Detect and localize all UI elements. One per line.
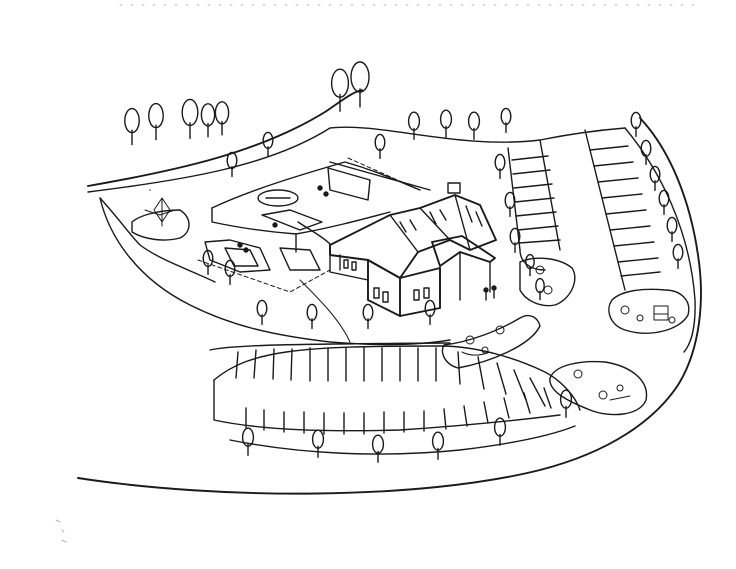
court-and-pool-area xyxy=(197,157,431,293)
tree-crown xyxy=(374,133,386,152)
tree xyxy=(431,431,445,460)
tree-crown xyxy=(226,151,238,170)
tree xyxy=(658,189,670,216)
tree-crown xyxy=(200,103,216,127)
tree xyxy=(494,153,506,180)
lawn-boundary xyxy=(99,197,451,351)
tree-crown xyxy=(658,189,670,208)
tree-crown xyxy=(407,111,421,131)
tree xyxy=(525,253,535,277)
planting-island-entry xyxy=(441,314,541,369)
tree xyxy=(200,103,216,138)
tree-crown xyxy=(467,111,481,131)
tree xyxy=(374,133,386,160)
tree-crown xyxy=(666,216,678,235)
tree xyxy=(148,102,164,141)
playground xyxy=(131,197,190,241)
tree-crown xyxy=(439,109,453,129)
tree-crown xyxy=(362,303,374,322)
tree xyxy=(256,299,268,326)
tree xyxy=(672,243,684,270)
planting-island-right xyxy=(608,288,690,334)
tree xyxy=(439,109,453,138)
tree xyxy=(649,165,661,192)
tree xyxy=(202,249,214,276)
tree xyxy=(350,61,370,108)
tree-crown xyxy=(649,165,661,184)
tree-crown xyxy=(330,68,350,98)
tree-crown xyxy=(256,299,268,318)
paper-marks xyxy=(55,4,701,543)
tree-crown xyxy=(500,107,512,126)
tree xyxy=(493,417,507,446)
tree xyxy=(467,111,481,140)
tree xyxy=(306,303,318,330)
tree-crown xyxy=(504,191,516,210)
tree-crown xyxy=(306,303,318,322)
tree-crown xyxy=(494,153,506,172)
tree xyxy=(262,131,274,158)
tree xyxy=(362,303,374,330)
tree-crown xyxy=(672,243,684,262)
right-parking-lot xyxy=(507,129,661,291)
planting-island-lower xyxy=(549,360,648,416)
tree-crown xyxy=(214,101,230,125)
tree xyxy=(181,98,199,140)
tree-crown xyxy=(148,102,164,129)
lower-parking-lot xyxy=(213,345,581,455)
tree-crown xyxy=(371,434,385,454)
tree xyxy=(666,216,678,243)
tree xyxy=(226,151,238,178)
tree-crown xyxy=(124,107,140,134)
perimeter-road xyxy=(77,89,702,495)
tree xyxy=(241,427,255,456)
tree xyxy=(311,429,325,458)
tree xyxy=(214,101,230,136)
tree-crown xyxy=(640,139,652,158)
tree xyxy=(630,111,642,138)
tree-crown xyxy=(630,111,642,130)
tree xyxy=(330,68,350,112)
tree xyxy=(504,191,516,218)
people-figures xyxy=(483,285,497,301)
tree-crown xyxy=(493,417,507,437)
tree-crown xyxy=(181,98,199,127)
tree-crown xyxy=(431,431,445,451)
tree xyxy=(500,107,512,134)
clubhouse xyxy=(329,182,497,317)
tree xyxy=(559,389,573,418)
trees xyxy=(124,61,684,463)
tree-crown xyxy=(311,429,325,449)
tree xyxy=(424,299,436,326)
tree xyxy=(371,434,385,463)
tree xyxy=(124,107,140,146)
tree-crown xyxy=(350,61,370,93)
tree xyxy=(509,227,521,254)
tree xyxy=(224,259,236,286)
tree xyxy=(407,111,421,140)
tree xyxy=(535,277,545,301)
tree xyxy=(640,139,652,166)
